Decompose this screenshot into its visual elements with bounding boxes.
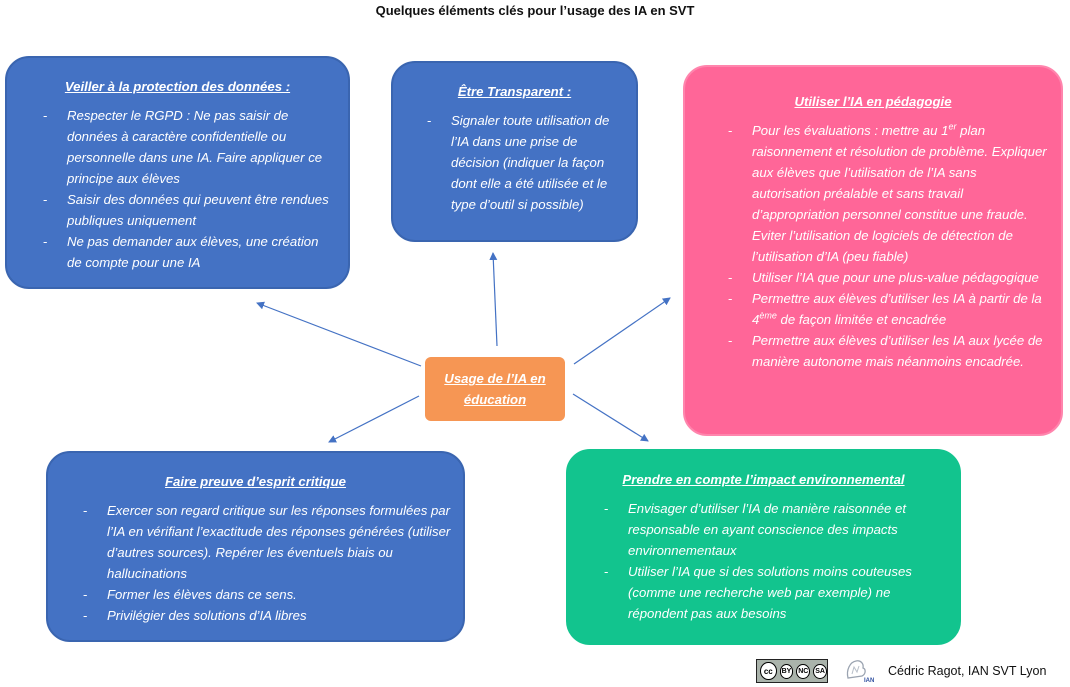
list-item: - Envisager d’utiliser l’IA de manière ra… [604,498,945,561]
list-item: - Signaler toute utilisation de l’IA dans… [427,110,624,215]
box-heading: Faire preuve d’esprit critique [164,474,347,489]
item-text: Pour les évaluations : mettre au 1 [752,123,949,138]
item-list: - Pour les évaluations : mettre au 1er pl… [728,120,1047,372]
bullet-dash: - [604,564,609,579]
item-list: - Respecter le RGPD : Ne pas saisir de do… [43,105,336,273]
arrow-to-protection [256,301,422,367]
author-credit: Cédric Ragot, IAN SVT Lyon [888,664,1047,678]
item-text: plan raisonnement et résolution de probl… [752,123,1047,264]
arrow-to-pedagogie [573,297,671,365]
ian-logo-icon: IAN [846,660,874,684]
box-transparency: Être Transparent : - Signaler toute utili… [391,61,638,242]
list-item: - Utiliser l’IA que pour une plus-value p… [728,267,1047,288]
bullet-dash: - [728,123,733,138]
list-item: - Permettre aux élèves d’utiliser les IA … [728,288,1047,330]
list-item: - Pour les évaluations : mettre au 1er pl… [728,120,1047,267]
item-text: Exercer son regard critique sur les répo… [107,503,451,581]
item-text: Saisir des données qui peuvent être rend… [67,192,329,228]
list-item: - Former les élèves dans ce sens. [83,584,453,605]
by-icon: BY [779,663,794,679]
cc-license-badge: cc BY NC SA [756,659,828,683]
box-critical-thinking: Faire preuve d’esprit critique - Exercer … [46,451,465,642]
list-item: - Exercer son regard critique sur les rép… [83,500,453,584]
arrow-to-critique [328,395,420,443]
box-heading: Prendre en compte l’impact environnement… [622,472,905,487]
bullet-dash: - [83,608,88,623]
center-node: Usage de l’IA en éducation [425,357,565,421]
box-environment: Prendre en compte l’impact environnement… [566,449,961,645]
cc-icon: cc [760,662,777,680]
bullet-dash: - [83,587,88,602]
box-data-protection: Veiller à la protection des données : - R… [5,56,350,289]
box-heading: Être Transparent : [457,84,572,99]
arrow-to-transparent [489,252,498,347]
diagram-title: Quelques éléments clés pour l’usage des … [375,3,695,18]
logo-text: IAN [864,678,874,684]
item-text: de façon limitée et encadrée [776,312,947,327]
item-text: Utiliser l’IA que pour une plus-value pé… [752,270,1039,285]
item-text: Permettre aux élèves d’utiliser les IA a… [752,333,1043,369]
bullet-dash: - [43,234,48,249]
item-text: Ne pas demander aux élèves, une création… [67,234,319,270]
bullet-dash: - [728,270,733,285]
bullet-dash: - [604,501,609,516]
item-text: Permettre aux élèves d’utiliser les IA à… [752,291,1042,327]
item-text: Respecter le RGPD : Ne pas saisir de don… [67,108,323,186]
item-text: Former les élèves dans ce sens. [107,587,297,602]
box-heading: Utiliser l’IA en pédagogie [794,94,952,109]
bullet-dash: - [83,503,88,518]
item-text: Utiliser l’IA que si des solutions moins… [628,564,912,621]
list-item: - Utiliser l’IA que si des solutions moin… [604,561,945,624]
bullet-dash: - [43,192,48,207]
bullet-dash: - [43,108,48,123]
bullet-dash: - [728,333,733,348]
box-pedagogy: Utiliser l’IA en pédagogie - Pour les éva… [683,65,1063,436]
superscript: er [948,121,957,132]
sa-icon: SA [813,663,827,679]
list-item: - Respecter le RGPD : Ne pas saisir de do… [43,105,336,189]
list-item: - Privilégier des solutions d’IA libres [83,605,453,626]
bullet-dash: - [728,291,733,306]
list-item: - Permettre aux élèves d’utiliser les IA … [728,330,1047,372]
item-text: Signaler toute utilisation de l’IA dans … [451,113,610,212]
item-text: Envisager d’utiliser l’IA de manière rai… [628,501,907,558]
box-heading: Veiller à la protection des données : [64,79,291,94]
arrow-to-environnement [572,393,649,442]
item-list: - Exercer son regard critique sur les rép… [83,500,453,626]
list-item: - Saisir des données qui peuvent être ren… [43,189,336,231]
item-text: Privilégier des solutions d’IA libres [107,608,307,623]
item-list: - Envisager d’utiliser l’IA de manière ra… [604,498,945,624]
nc-icon: NC [796,663,811,679]
bullet-dash: - [427,113,432,128]
item-list: - Signaler toute utilisation de l’IA dans… [427,110,624,215]
superscript: ème [759,310,777,321]
center-label: Usage de l’IA en éducation [444,371,546,407]
list-item: - Ne pas demander aux élèves, une créatio… [43,231,336,273]
